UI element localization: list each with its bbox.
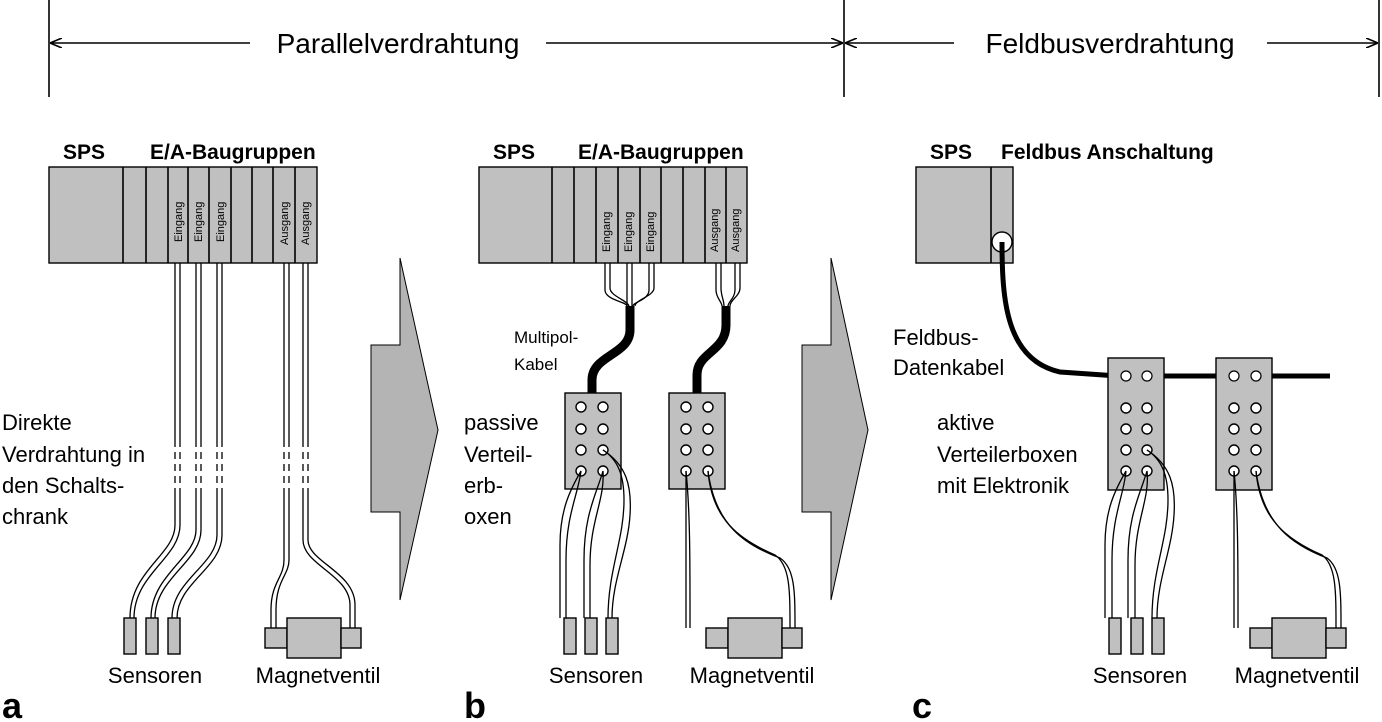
panel-b: SPS E/A-Baugruppen Eingang Eingang Einga… (464, 141, 814, 722)
slot-label: Eingang (193, 202, 205, 242)
panel-letter: b (464, 685, 486, 722)
solenoid-valve (1249, 617, 1347, 659)
valve-label: Magnetventil (1235, 663, 1360, 688)
sensor (145, 617, 159, 655)
description-line: den Schalts- (2, 473, 124, 498)
slot-label: Ausgang (709, 209, 721, 252)
description-line: Verdrahtung in (2, 442, 145, 467)
passive-distribution-box (668, 392, 726, 490)
active-distribution-box (1215, 357, 1273, 491)
sensor (1151, 617, 1165, 655)
field-wires (1104, 449, 1342, 629)
slot-label: Ausgang (300, 202, 312, 245)
sensor (584, 617, 598, 655)
description-line: passive (464, 410, 539, 435)
multipole-cable (587, 306, 635, 395)
description-line: oxen (464, 504, 512, 529)
io-modules-label: E/A-Baugruppen (150, 141, 316, 164)
description-line: erb- (464, 473, 503, 498)
sensor (605, 617, 619, 655)
slot-label: Eingang (173, 202, 185, 242)
sensor (123, 617, 137, 655)
sensor (167, 617, 181, 655)
plc-label: SPS (493, 141, 535, 164)
direct-wires (129, 263, 356, 628)
solenoid-valve (264, 617, 362, 659)
slot-label: Eingang (215, 202, 227, 242)
io-modules-label: E/A-Baugruppen (578, 141, 744, 164)
sensor (1108, 617, 1122, 655)
header-title-parallel: Parallelverdrahtung (277, 28, 520, 59)
header: Parallelverdrahtung Feldbusverdrahtung (48, 0, 1380, 97)
description-line: Verteilerboxen (937, 442, 1078, 467)
sensors-label: Sensoren (549, 663, 643, 688)
cable-label: Multipol- (514, 328, 578, 347)
transition-arrow (370, 257, 439, 601)
transition-arrow (801, 257, 869, 601)
valve-label: Magnetventil (690, 663, 815, 688)
slot-wires (604, 263, 741, 307)
field-wires (559, 449, 796, 629)
slot-label: Eingang (645, 212, 657, 252)
description-line: chrank (2, 504, 69, 529)
plc-rack (478, 166, 748, 264)
panel-a: SPS E/A-Baugruppen Eingang Eingang Einga… (2, 141, 380, 722)
active-distribution-box (1107, 357, 1165, 491)
header-title-fieldbus: Feldbusverdrahtung (985, 28, 1234, 59)
sensors-label: Sensoren (1093, 663, 1187, 688)
sensors-label: Sensoren (108, 663, 202, 688)
valve-label: Magnetventil (256, 663, 381, 688)
cable-label: Feldbus- (893, 325, 979, 350)
description-line: mit Elektronik (937, 473, 1070, 498)
description-line: Direkte (2, 410, 72, 435)
multipole-cable (692, 306, 731, 395)
fieldbus-data-cable (999, 241, 1119, 379)
slot-label: Eingang (601, 212, 613, 252)
slot-label: Eingang (623, 212, 635, 252)
description-line: aktive (937, 410, 994, 435)
plc-label: SPS (930, 141, 972, 164)
slot-label: Ausgang (279, 202, 291, 245)
cable-label: Datenkabel (893, 355, 1004, 380)
solenoid-valve (705, 617, 803, 659)
description-line: Verteil- (464, 442, 532, 467)
slot-label: Ausgang (730, 209, 742, 252)
sensor (1130, 617, 1144, 655)
cable-label: Kabel (514, 355, 557, 374)
plc-label: SPS (63, 141, 105, 164)
plc-rack (48, 166, 318, 264)
fieldbus-interface-label: Feldbus Anschaltung (1001, 141, 1214, 164)
panel-letter: c (912, 685, 932, 722)
panel-letter: a (2, 685, 23, 722)
panel-c: SPS Feldbus Anschaltung Feldbus- Datenka… (893, 141, 1359, 722)
sensor (563, 617, 577, 655)
passive-distribution-box (564, 392, 622, 490)
